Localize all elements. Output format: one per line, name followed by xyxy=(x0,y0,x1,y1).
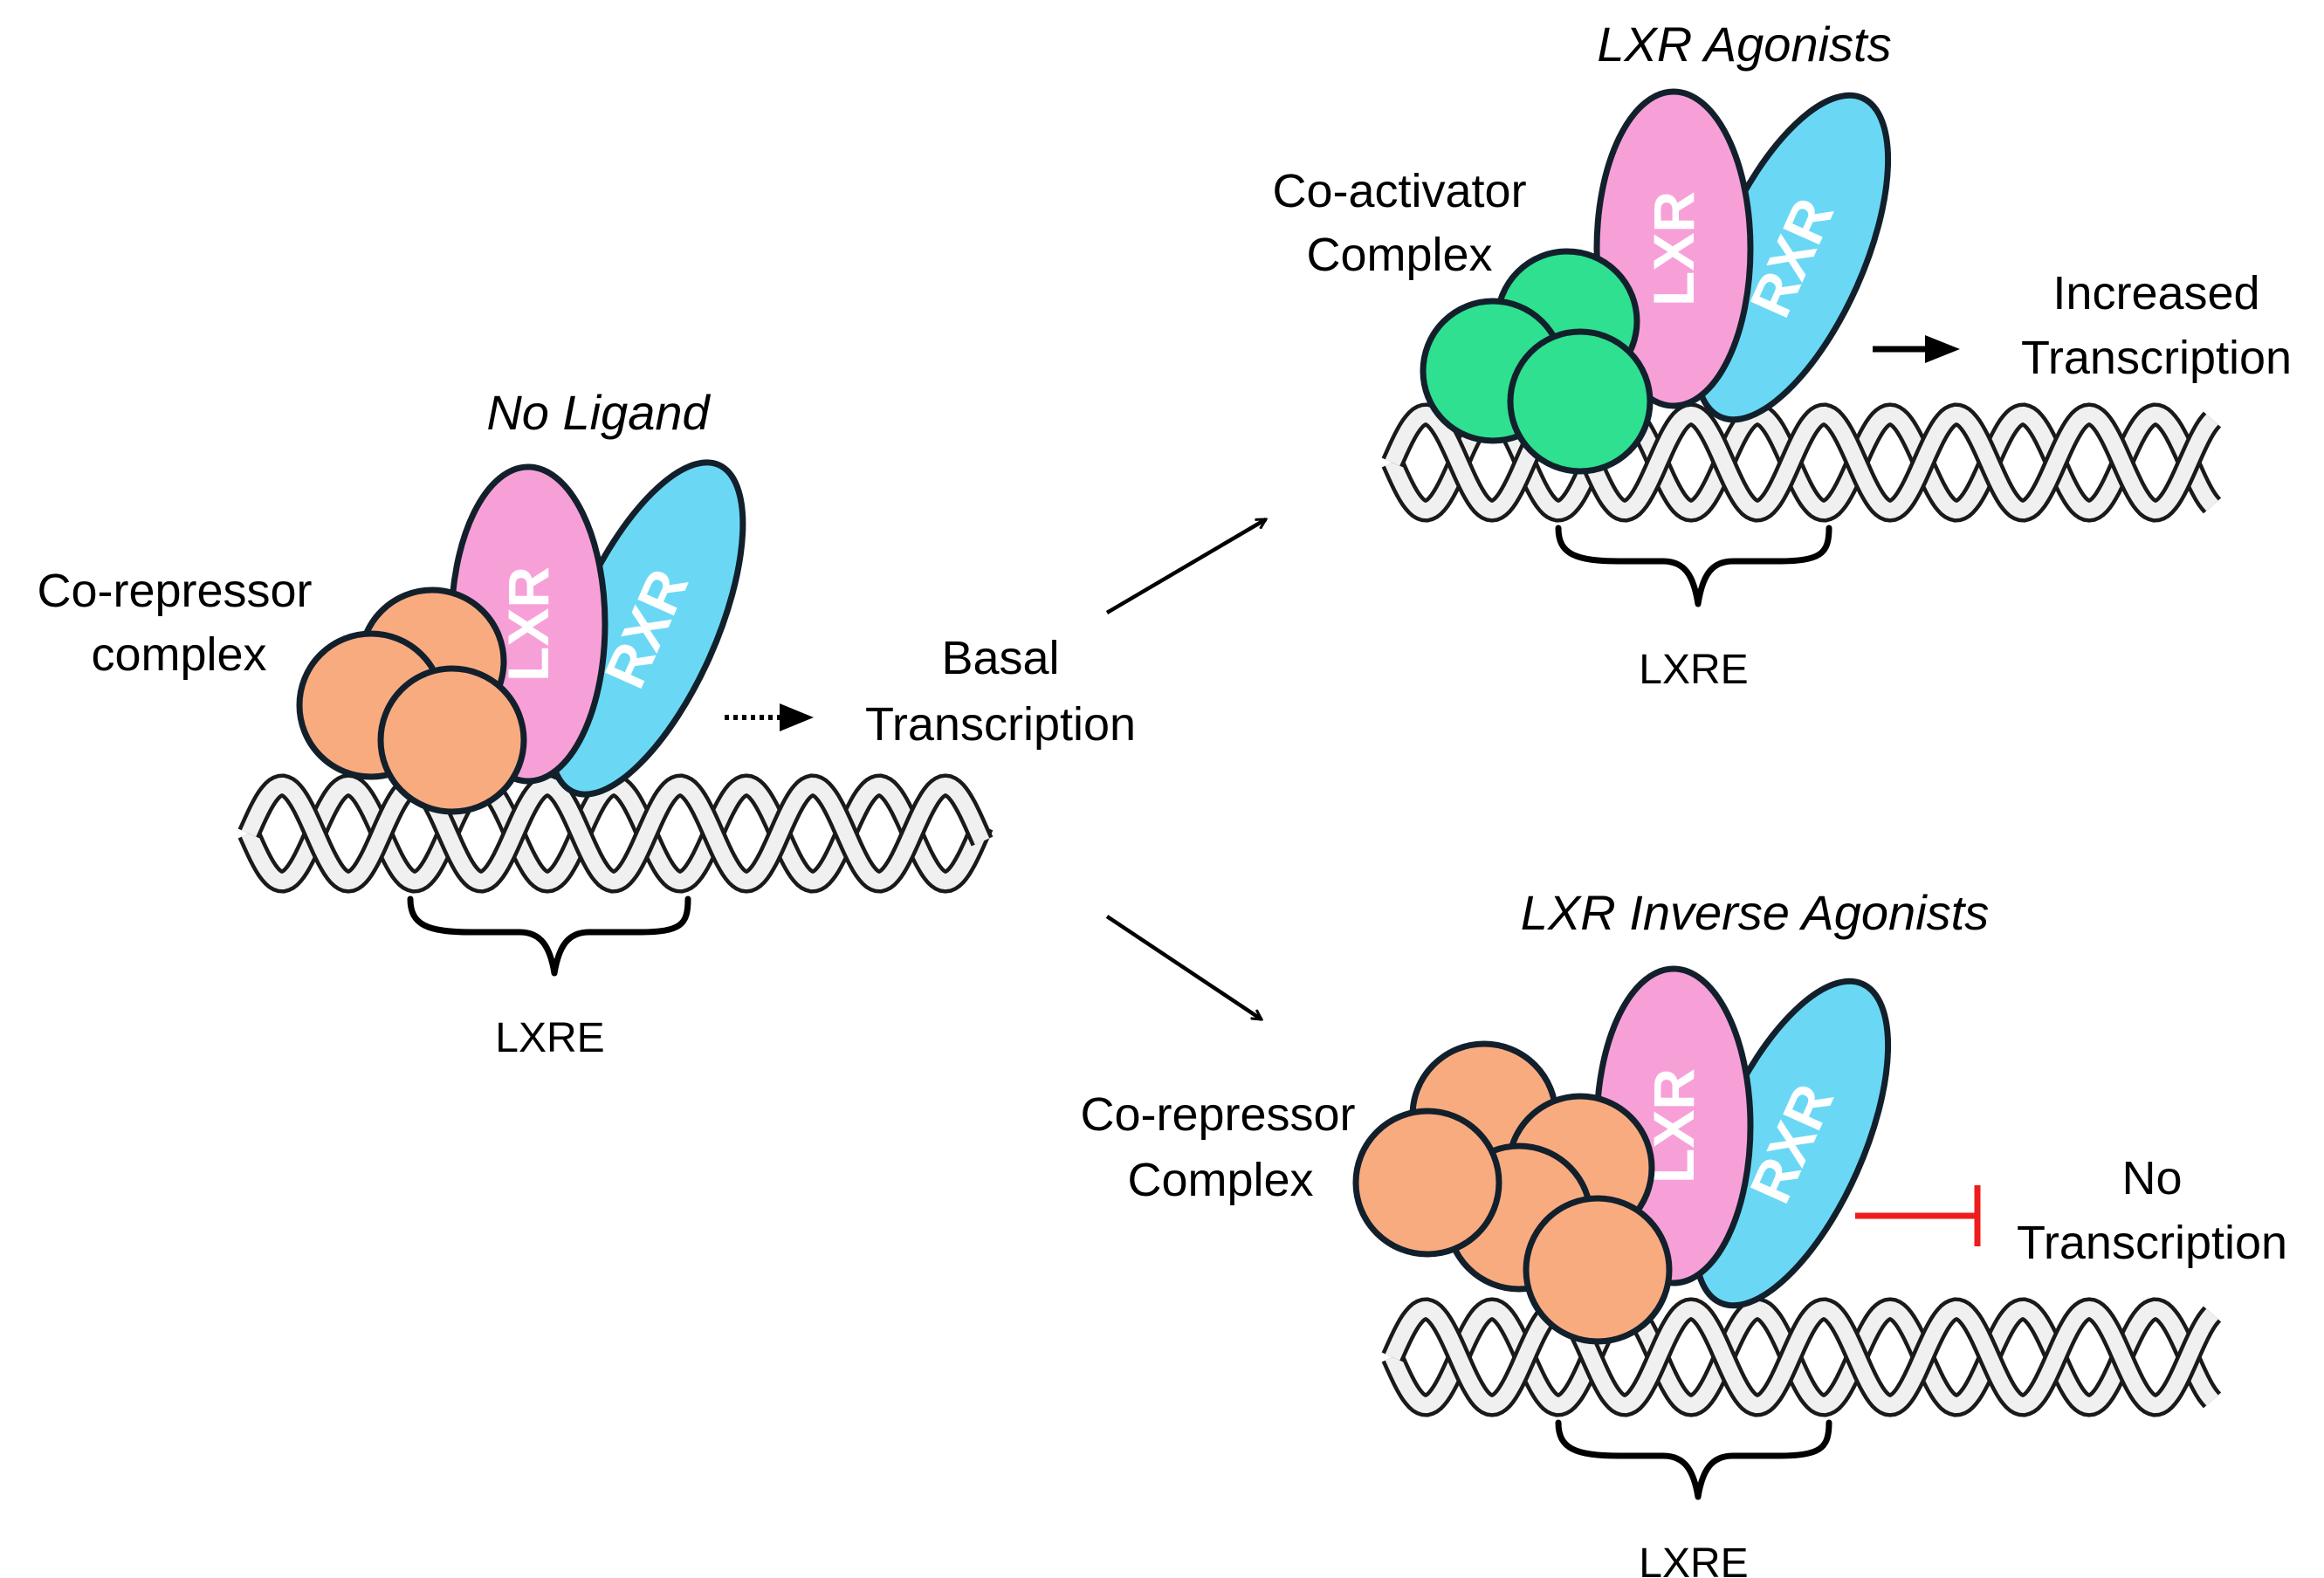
double-helix-icon xyxy=(1381,402,2222,523)
complex-label-line-2: complex xyxy=(91,628,266,681)
corepressor-subunit xyxy=(377,665,527,815)
corepressor-subunit xyxy=(1523,1195,1673,1345)
corepressor-complex xyxy=(1352,1040,1673,1345)
lxr-label: LXR xyxy=(1641,191,1706,306)
output-label-line-1: Basal xyxy=(941,632,1059,684)
coactivator-subunit xyxy=(1507,328,1654,475)
branch-arrow-down xyxy=(1105,915,1262,1021)
inhibition-bar-icon xyxy=(1855,1185,1981,1246)
dna-strand xyxy=(1385,406,2218,519)
corepressor-subunit xyxy=(1352,1108,1502,1258)
output-label-line-2: Transcription xyxy=(865,698,1136,751)
dna-strand xyxy=(1385,1300,2218,1414)
complex-label-line-1: Co-activator xyxy=(1272,165,1526,217)
complex-label-line-1: Co-repressor xyxy=(1080,1088,1355,1141)
output-label-line-1: No xyxy=(2121,1152,2182,1204)
panel-title: LXR Inverse Agonists xyxy=(1521,885,1989,940)
lxre-brace xyxy=(1555,525,1832,607)
element-label: LXRE xyxy=(1639,647,1748,693)
output-label-line-2: Transcription xyxy=(2017,1217,2287,1269)
output-label-line-2: Transcription xyxy=(2021,332,2292,384)
element-label: LXRE xyxy=(495,1015,604,1061)
coactivator-complex xyxy=(1420,248,1654,475)
dna-strand xyxy=(241,777,990,890)
complex-label-line-2: Complex xyxy=(1127,1154,1313,1206)
rxr-protein: RXR xyxy=(1691,978,1892,1309)
panel-title: LXR Agonists xyxy=(1597,17,1891,72)
complex-label: Co-repressor complex xyxy=(37,565,312,681)
rxr-protein: RXR xyxy=(1691,92,1892,423)
lxre-brace xyxy=(1555,1419,1832,1500)
lxre-brace xyxy=(407,895,691,977)
arrow-icon xyxy=(1873,335,1960,363)
panel-title: No Ligand xyxy=(486,385,711,440)
output-label-line-1: Increased xyxy=(2052,267,2259,319)
panel-inverse-agonist: LXR Inverse Agonists Co-repressor Comple… xyxy=(1080,885,2287,1578)
element-label: LXRE xyxy=(1639,1540,1748,1578)
branch-arrow-up xyxy=(1105,518,1266,614)
double-helix-icon xyxy=(1381,1297,2222,1417)
complex-label-line-2: Complex xyxy=(1306,229,1492,281)
corepressor-complex xyxy=(296,587,527,815)
panel-agonist: LXR Agonists Co-activator Complex RXR LX… xyxy=(1272,17,2292,693)
complex-label-line-1: Co-repressor xyxy=(37,565,312,617)
double-helix-icon xyxy=(237,773,994,894)
panel-no-ligand: No Ligand Co-repressor complex RXR LXR L… xyxy=(37,385,1136,1061)
dotted-arrow-icon xyxy=(725,703,814,731)
